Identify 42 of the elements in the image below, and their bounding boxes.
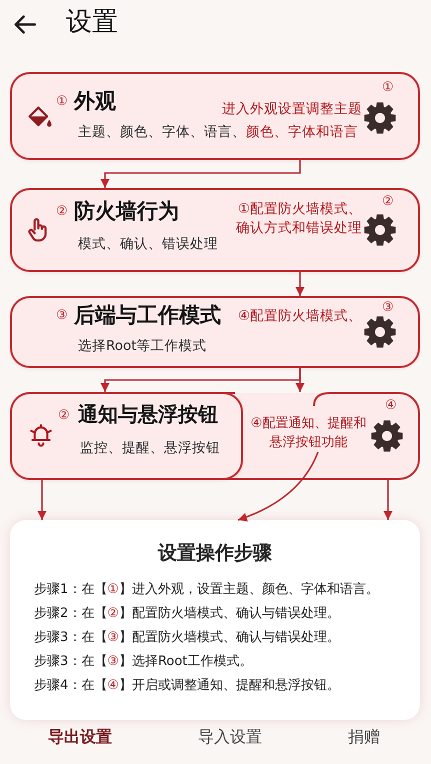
- card-subtitle: 模式、确认、错误处理: [78, 236, 218, 253]
- arrow: [296, 368, 304, 392]
- settings-card: [10, 392, 243, 480]
- card-subtitle: 主题、颜色、字体、语言、: [78, 124, 246, 141]
- step-text: 步骤3：在【③】选择Root工作模式。: [34, 654, 252, 670]
- callout-number: ②: [58, 408, 70, 424]
- annotation-text: 颜色、字体和语言: [246, 124, 358, 141]
- card-subtitle: 选择Root等工作模式: [78, 338, 207, 355]
- arrow: [100, 160, 301, 188]
- step-text: 步骤2：在【②】配置防火墙模式、确认与错误处理。: [34, 606, 340, 622]
- callout-number: ②: [56, 204, 68, 220]
- tab-label: 导入设置: [198, 727, 262, 747]
- card-title: 外观: [74, 88, 116, 114]
- tab-label: 导出设置: [48, 727, 112, 747]
- tab-label: 捐赠: [348, 727, 380, 747]
- annotation-text: ④配置防火墙模式、: [238, 307, 362, 326]
- step-text: 步骤3：在【③】配置防火墙模式、确认与错误处理。: [34, 630, 340, 646]
- callout-number: ②: [382, 194, 394, 210]
- callout-number: ①: [382, 80, 394, 96]
- step-text: 步骤4：在【④】开启或调整通知、提醒和悬浮按钮。: [34, 678, 340, 694]
- callout-number: ③: [382, 300, 394, 316]
- settings-card: [10, 296, 420, 368]
- step-text: 步骤1：在【①】进入外观，设置主题、颜色、字体和语言。: [34, 582, 379, 598]
- page-title: 设置: [66, 6, 118, 38]
- annotation-text: ④配置通知、提醒和悬浮按钮功能: [249, 414, 368, 452]
- settings-card: [10, 188, 420, 272]
- card-title: 通知与悬浮按钮: [78, 402, 218, 427]
- arrow: [296, 272, 304, 296]
- card-title: 后端与工作模式: [74, 302, 221, 328]
- arrow: [384, 480, 392, 520]
- panel-title: 设置操作步骤: [158, 542, 272, 566]
- callout-number: ③: [56, 308, 68, 324]
- callout-number: ④: [385, 398, 397, 414]
- annotation-text: 进入外观设置调整主题: [222, 100, 362, 119]
- arrow: [38, 480, 46, 520]
- steps-panel: [10, 520, 420, 720]
- card-subtitle: 监控、提醒、悬浮按钮: [80, 440, 220, 457]
- annotation-text: ①配置防火墙模式、确认方式和错误处理: [235, 200, 362, 238]
- settings-card: [10, 72, 420, 160]
- card-title: 防火墙行为: [74, 198, 179, 224]
- callout-number: ①: [56, 94, 68, 110]
- arrow: [238, 452, 319, 522]
